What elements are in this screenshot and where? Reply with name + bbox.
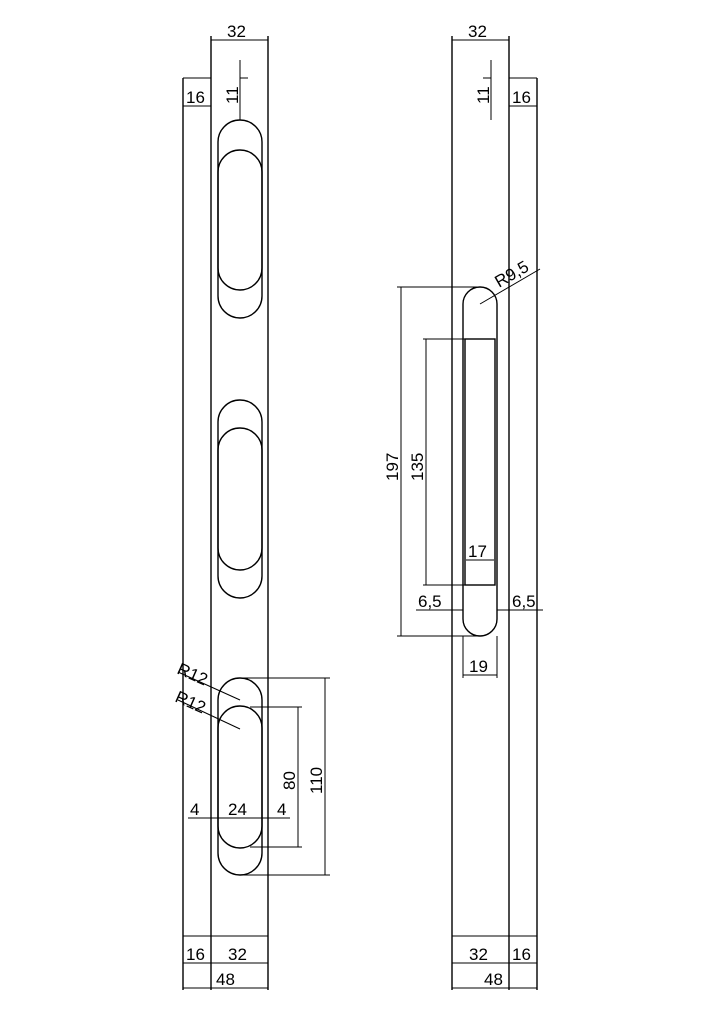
radius-leader <box>177 671 241 701</box>
dim-top-width: 32 <box>468 22 487 41</box>
slot-inner <box>217 427 263 571</box>
dim-offset-left: 6,5 <box>418 592 442 611</box>
right-view: 32 11 16 R9,5 197 135 17 6,5 6,5 19 <box>383 22 543 990</box>
dim-bottom-side: 16 <box>186 945 205 964</box>
slot-outer <box>217 677 263 876</box>
dim-top-offset: 11 <box>223 86 242 104</box>
dim-side-width: 16 <box>512 88 531 107</box>
dim-side-width: 16 <box>186 88 205 107</box>
slot-outer <box>217 399 263 599</box>
dim-radius-outer: R12 <box>174 659 210 689</box>
dim-top-width: 32 <box>227 22 246 41</box>
dim-bottom-total: 48 <box>484 970 503 989</box>
latch-pocket <box>464 338 496 586</box>
slot-inner <box>217 149 263 291</box>
dim-radius-inner: R12 <box>172 687 208 717</box>
radius-leader <box>177 699 241 730</box>
dim-offset-right: 6,5 <box>512 592 536 611</box>
dim-top-offset: 11 <box>474 86 493 104</box>
dim-bottom-total: 48 <box>216 970 235 989</box>
radius-leader <box>479 268 541 305</box>
dim-margin-left: 4 <box>190 800 199 819</box>
dim-outer-length: 110 <box>307 767 326 794</box>
dim-inner-length: 80 <box>280 771 299 790</box>
dim-margin-right: 4 <box>277 800 286 819</box>
dim-slot-width: 24 <box>228 800 247 819</box>
dim-bottom-plate: 32 <box>469 945 488 964</box>
dim-pocket-length: 135 <box>408 453 427 481</box>
dim-radius: R9,5 <box>492 257 533 291</box>
dim-slot-length: 197 <box>383 453 402 481</box>
dim-bottom-side: 16 <box>512 945 531 964</box>
dim-pocket-width: 17 <box>468 542 487 561</box>
left-view: 32 11 16 R12 R12 80 110 4 24 4 <box>172 22 330 990</box>
slot-inner <box>217 705 263 849</box>
dim-slot-width: 19 <box>469 657 488 676</box>
dim-bottom-plate: 32 <box>228 945 247 964</box>
